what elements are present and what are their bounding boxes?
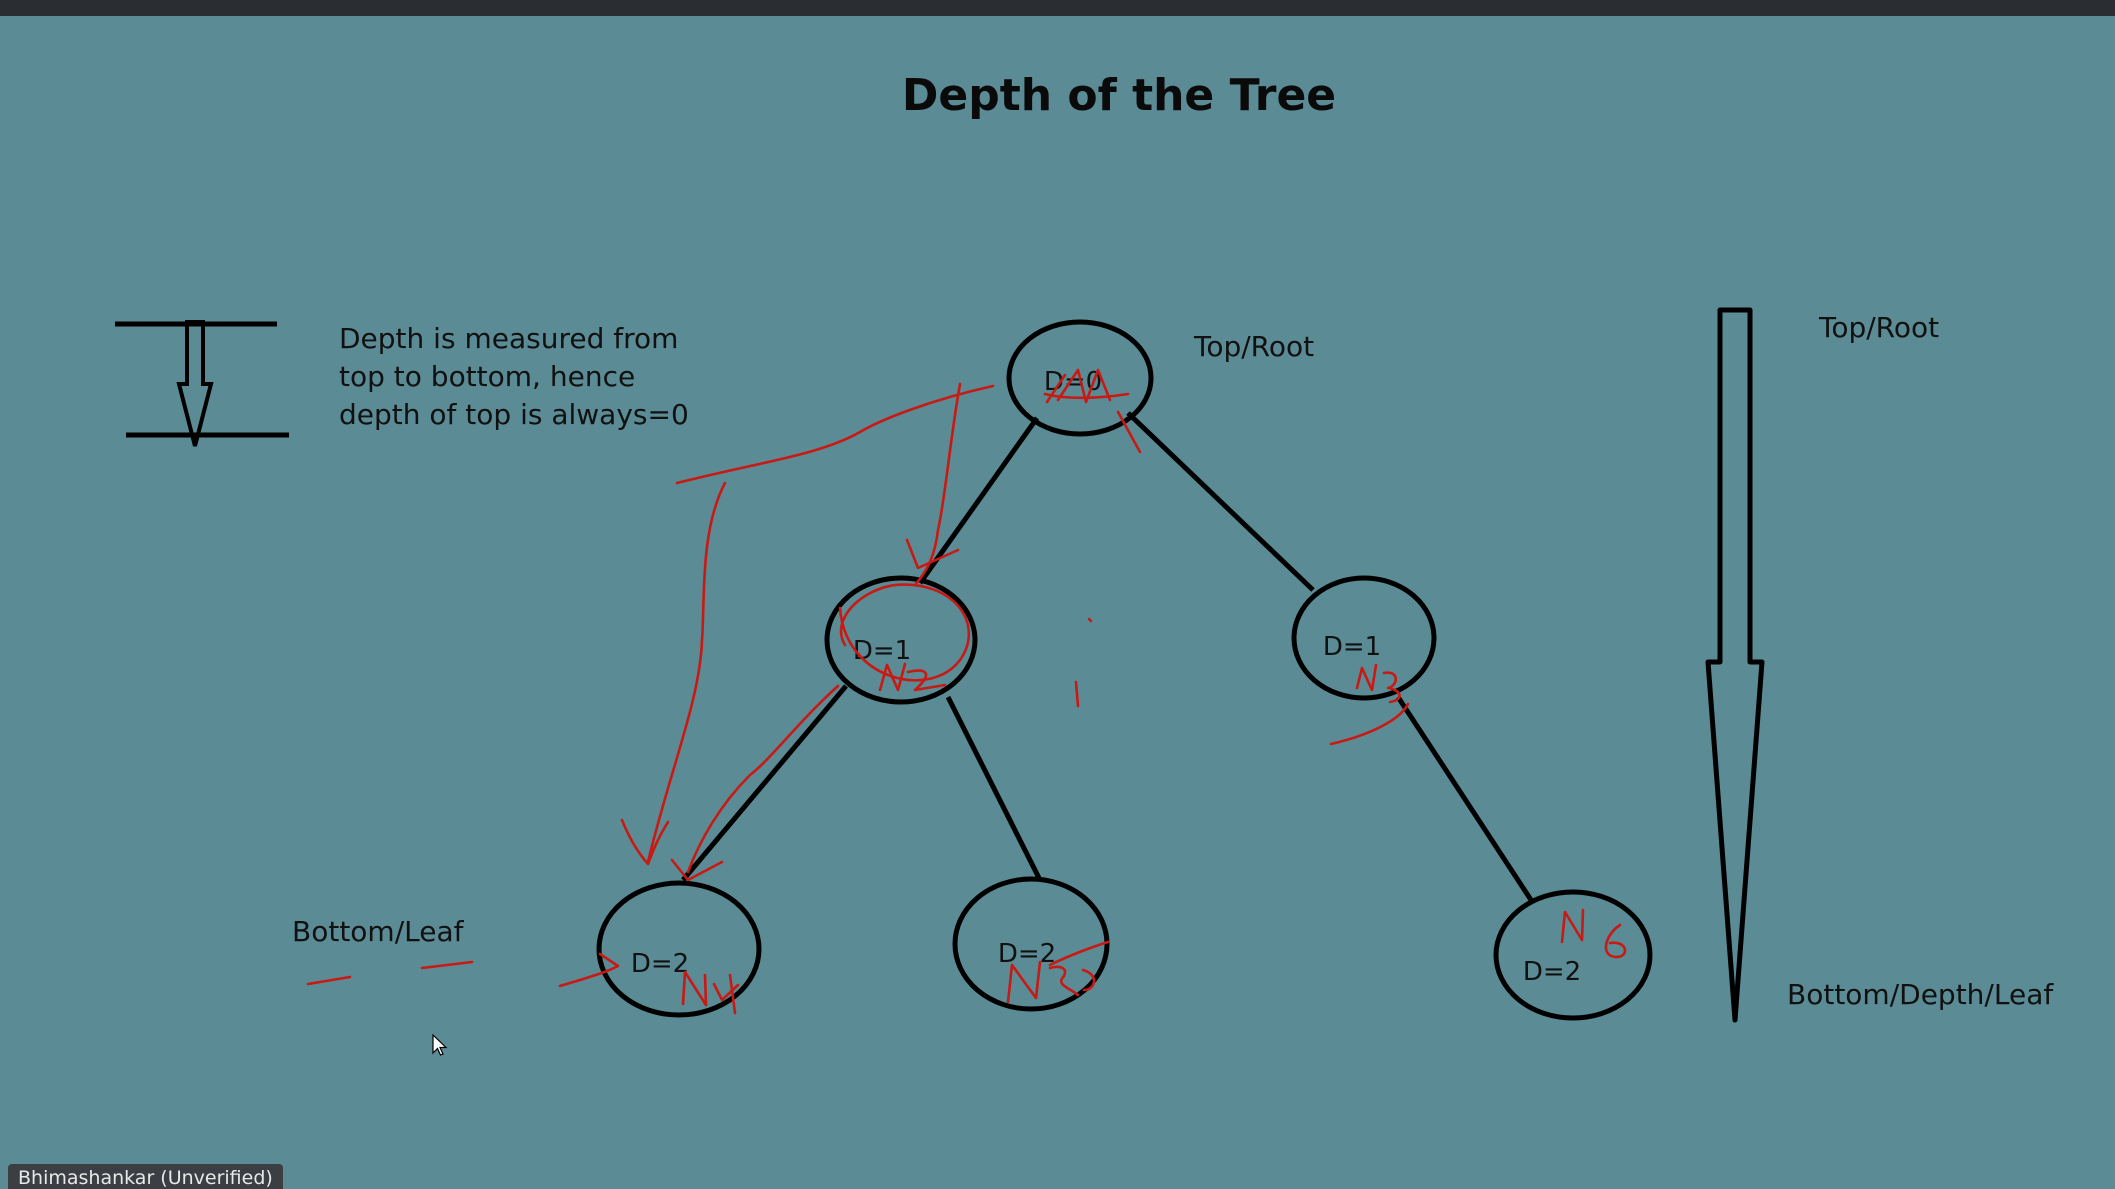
node-label-right-mid: D=1 [1323, 632, 1381, 662]
explanation-line-2: top to bottom, hence [339, 360, 635, 393]
top-root-label: Top/Root [1193, 330, 1314, 363]
edge-left-leaf1 [681, 684, 848, 882]
explanation-line-3: depth of top is always=0 [339, 398, 689, 431]
tree-node-left-mid: D=1 [824, 575, 978, 705]
pen-annotations [306, 368, 1627, 1015]
depth-direction-icon [115, 320, 289, 447]
node-label-leaf-3: D=2 [1523, 957, 1581, 987]
tree-node-right-mid: D=1 [1291, 575, 1437, 701]
node-label-leaf-2: D=2 [998, 939, 1056, 969]
bottom-leaf-label: Bottom/Leaf [292, 915, 465, 948]
edge-root-left [917, 416, 1040, 585]
top-root-arrow-label: Top/Root [1818, 311, 1939, 344]
edge-root-right [1126, 411, 1315, 592]
page-title: Depth of the Tree [902, 70, 1336, 121]
mouse-cursor-icon [432, 1034, 448, 1056]
node-label-left-mid: D=1 [853, 636, 911, 666]
tree-node-leaf-1: D=2 [596, 880, 762, 1018]
edge-left-leaf2 [945, 695, 1043, 882]
window-top-bar [0, 0, 2115, 16]
tree-node-leaf-2: D=2 [952, 876, 1110, 1012]
participant-name-tag: Bhimashankar (Unverified) [8, 1164, 283, 1189]
depth-arrow-icon [1705, 307, 1765, 1023]
explanation-line-1: Depth is measured from [339, 322, 678, 355]
tree-edges [681, 411, 1536, 905]
tree-node-leaf-3: D=2 [1493, 889, 1653, 1021]
edge-right-leaf3 [1395, 695, 1536, 905]
bottom-depth-leaf-label: Bottom/Depth/Leaf [1787, 978, 2054, 1011]
node-label-leaf-1: D=2 [631, 949, 689, 979]
